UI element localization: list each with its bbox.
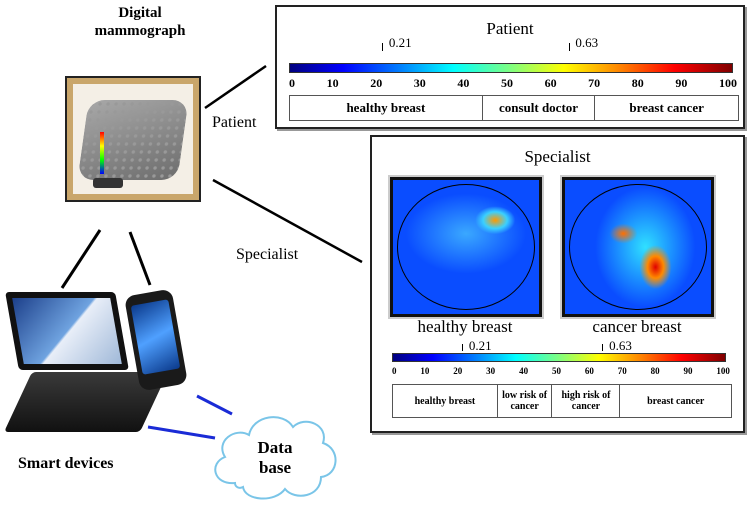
marker-tick <box>602 344 604 351</box>
colorbar-ticks: 0 10 20 30 40 50 60 70 80 90 100 <box>289 76 737 91</box>
database-label-line2: base <box>258 458 292 477</box>
healthy-breast-heatmap <box>388 175 544 319</box>
tick-label: 30 <box>486 366 496 376</box>
marker-tick <box>462 344 464 351</box>
marker-label: 0.63 <box>609 338 632 353</box>
colorbar-ticks: 0 10 20 30 40 50 60 70 80 90 100 <box>392 366 730 376</box>
tick-label: 40 <box>457 76 470 90</box>
specialist-panel: Specialist healthy breast cancer breast … <box>370 135 745 433</box>
cancer-breast-label: cancer breast <box>592 317 682 336</box>
line-phone-database <box>196 394 233 416</box>
database-label: Data base <box>245 438 305 478</box>
tick-label: 10 <box>420 366 430 376</box>
line-device-phone <box>128 231 152 286</box>
database-label-line1: Data <box>257 438 293 457</box>
marker-tick <box>382 43 384 51</box>
tick-label: 60 <box>584 366 594 376</box>
category-cell: high risk of cancer <box>552 385 621 417</box>
tick-label: 60 <box>544 76 557 90</box>
tick-label: 80 <box>631 76 644 90</box>
tick-label: 0 <box>289 76 295 90</box>
cloud-icon <box>214 416 337 500</box>
patient-panel: Patient 0.21 0.63 0 10 20 30 40 50 60 70 80 90 100… <box>275 5 745 129</box>
colorbar <box>392 353 726 362</box>
marker-label: 0.63 <box>575 35 599 50</box>
tick-label: 10 <box>326 76 339 90</box>
line-device-patient <box>204 64 267 110</box>
tick-label: 100 <box>716 366 730 376</box>
specialist-link-label: Specialist <box>236 246 299 263</box>
colorbar <box>289 63 733 73</box>
tick-label: 90 <box>683 366 693 376</box>
healthy-breast-label: healthy breast <box>417 317 513 336</box>
line-device-specialist <box>212 178 363 264</box>
mammograph-image <box>65 76 201 202</box>
category-cell: consult doctor <box>483 96 596 120</box>
category-cell: breast cancer <box>629 100 704 115</box>
tick-label: 90 <box>675 76 688 90</box>
marker-label: 0.21 <box>388 35 412 50</box>
category-cell: breast cancer <box>647 395 705 407</box>
category-row: healthy breast consult doctor breast can… <box>289 95 739 121</box>
tick-label: 80 <box>650 366 660 376</box>
device-title: Digital mammograph <box>94 5 186 39</box>
category-cell: healthy breast <box>393 385 498 417</box>
cancer-breast-heatmap <box>560 175 716 319</box>
tick-label: 70 <box>588 76 601 90</box>
tick-label: 40 <box>519 366 529 376</box>
marker-tick <box>568 43 570 51</box>
marker-label: 0.21 <box>468 338 492 353</box>
patient-panel-title: Patient <box>486 19 534 38</box>
tick-label: 20 <box>370 76 383 90</box>
category-cell: low risk of cancer <box>498 385 553 417</box>
patient-link-label: Patient <box>212 114 257 131</box>
tick-label: 50 <box>500 76 513 90</box>
tick-label: 50 <box>551 366 561 376</box>
tick-label: 30 <box>413 76 426 90</box>
tick-label: 0 <box>392 366 397 376</box>
smart-devices-label: Smart devices <box>18 455 114 472</box>
category-row: healthy breast low risk of cancer high r… <box>392 384 732 418</box>
specialist-panel-title: Specialist <box>524 147 591 166</box>
tick-label: 100 <box>718 76 737 90</box>
tick-label: 70 <box>617 366 627 376</box>
category-cell: healthy breast <box>290 96 483 120</box>
line-laptop-database <box>147 425 216 440</box>
tick-label: 20 <box>453 366 463 376</box>
line-device-laptop <box>60 229 102 289</box>
